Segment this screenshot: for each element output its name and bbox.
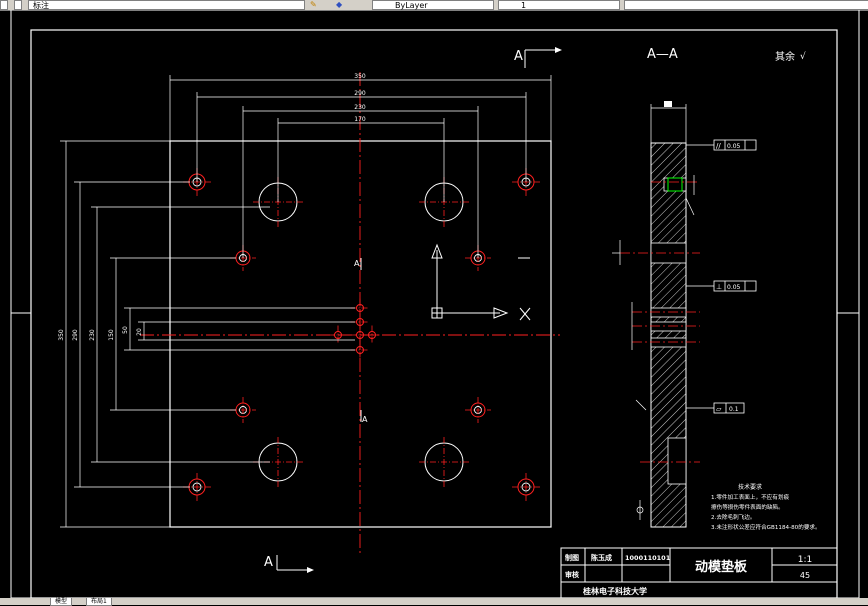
lineweight-value: 1 (521, 1, 527, 10)
svg-text:A: A (264, 555, 273, 570)
ucs-icon (431, 243, 531, 321)
layer-value: 标注 (33, 1, 49, 10)
guide-hole (419, 437, 469, 487)
lineweight-dropdown[interactable]: 1 (498, 0, 620, 10)
section-view: // 0.05 ⊥ 0.05 ▱ 0.1 (612, 101, 757, 528)
svg-text://: // (716, 142, 721, 150)
ej-hole (328, 325, 348, 345)
dim-width-overall: 350 (354, 73, 366, 80)
ej-hole (350, 325, 370, 345)
svg-text:⊥: ⊥ (716, 283, 722, 291)
match-properties-icon[interactable]: ✎ (310, 0, 317, 9)
title-drawn-name: 陈玉成 (591, 553, 612, 562)
roughness-note: 其余 (775, 50, 795, 63)
title-drawn-label: 制图 (565, 553, 579, 562)
title-material: 45 (800, 571, 810, 580)
tolerance-value-cylindricity: 0.1 (729, 406, 739, 413)
horizontal-dimensions (169, 75, 552, 258)
tech-req-line-4: 3.未注形状公差应符合GB1184-80的要求。 (711, 523, 821, 531)
toolbar-left-control[interactable] (0, 0, 8, 10)
section-label-mid-top: A (354, 259, 360, 268)
bolt-hole (465, 397, 491, 423)
dim-width-inner2: 230 (354, 104, 366, 111)
dim-height-inner2: 230 (89, 329, 96, 341)
drawing-svg: 350 290 230 170 350 290 230 150 50 20 (10, 5, 860, 599)
section-view-title: A—A (647, 47, 678, 62)
tech-req-line-2: 擦伤等损伤零件表面的缺陷。 (711, 503, 784, 511)
toolbar: 标注 ✎ ◆ ByLayer 1 (0, 0, 868, 11)
title-block (560, 547, 838, 599)
svg-text:▱: ▱ (716, 405, 722, 413)
layer-dropdown[interactable]: 标注 (28, 0, 305, 10)
plotstyle-dropdown[interactable] (624, 0, 868, 10)
svg-text:A: A (514, 49, 523, 64)
layout-tabs: 模型 布局1 (0, 598, 868, 606)
tech-req-line-3: 2.去除毛刺飞边。 (711, 513, 756, 521)
bolt-hole (512, 473, 540, 501)
vertical-dimensions (60, 140, 355, 528)
section-marker-top: A (514, 47, 562, 68)
dim-width-inner1: 290 (354, 90, 366, 97)
linetype-dropdown[interactable]: ByLayer (372, 0, 494, 10)
dim-height-inner5: 20 (136, 328, 143, 336)
linetype-value: ByLayer (395, 1, 428, 10)
title-part-name: 动模垫板 (695, 559, 748, 575)
section-marker-bottom: A (264, 555, 314, 573)
tech-req-line-1: 1.零件加工表面上，不应有划痕 (711, 493, 789, 501)
drawing-canvas[interactable]: 350 290 230 170 350 290 230 150 50 20 (0, 5, 868, 599)
selected-bore (667, 177, 683, 192)
tolerance-value-parallel: 0.05 (727, 143, 741, 150)
roughness-symbol-icon: √ (800, 51, 806, 62)
plate-outline (169, 140, 552, 528)
dim-height-inner4: 50 (122, 326, 129, 334)
tolerance-value-perpendicular: 0.05 (727, 284, 741, 291)
tech-req-title: 技术要求 (738, 483, 762, 491)
section-label-mid-bottom: A (362, 415, 368, 424)
dim-height-inner3: 150 (108, 329, 115, 341)
dim-height-overall: 350 (58, 329, 65, 341)
title-school: 桂林电子科技大学 (582, 586, 647, 596)
inner-frame (30, 29, 838, 599)
title-scale: 1:1 (798, 555, 812, 565)
layer-states-icon[interactable]: ◆ (336, 0, 343, 9)
holes-group (183, 168, 540, 501)
dim-height-inner1: 290 (72, 329, 79, 341)
title-drawn-id: 1000110101 (625, 554, 671, 562)
title-checked-label: 审核 (565, 570, 579, 579)
toolbar-left-control-2[interactable] (14, 0, 22, 10)
dim-width-inner3: 170 (354, 116, 366, 123)
